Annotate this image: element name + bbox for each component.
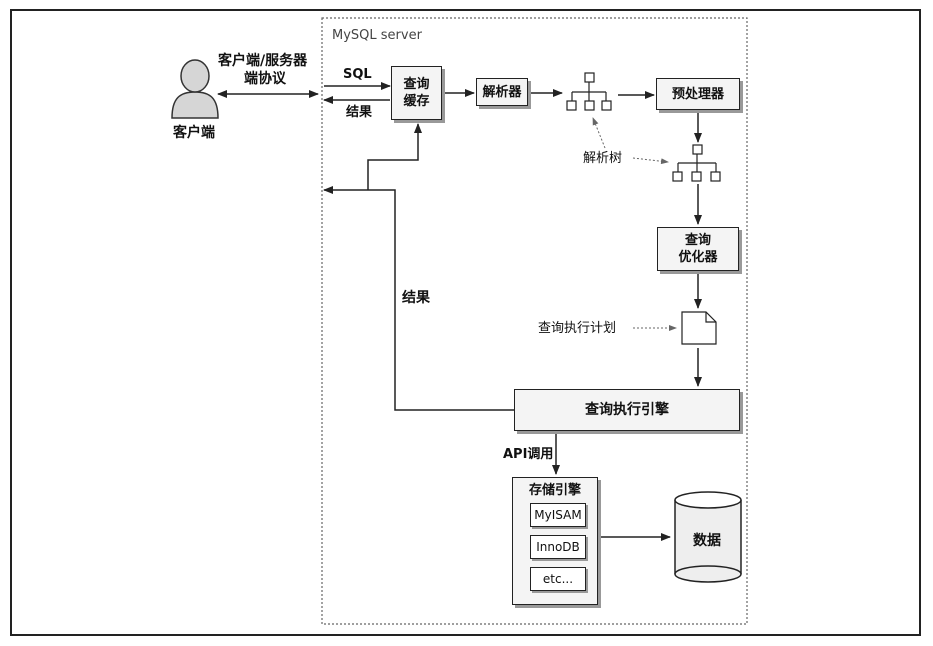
exec-plan-doc-icon [681,311,717,345]
sql-label: SQL [343,67,372,82]
parse-tree-pointer-2 [632,157,669,165]
optimizer-box: 查询 优化器 [657,227,739,271]
result-label-mid: 结果 [402,290,430,306]
engine-etc: etc... [530,567,586,591]
parser-box: 解析器 [476,78,528,106]
data-label: 数据 [693,533,721,549]
protocol-label-line1: 客户端/服务器 [218,53,308,69]
parse-tree-pointer-1 [592,117,606,149]
preprocessor-box: 预处理器 [656,78,740,110]
outer-frame [10,9,921,636]
result-label-top: 结果 [346,105,373,120]
cache-fill-path [367,123,422,190]
parse-tree-icon [566,72,612,111]
engine-myisam: MyISAM [530,503,586,527]
result-return-path [323,186,515,411]
storage-engine-label: 存储引擎 [528,483,581,498]
mysql-server-label: MySQL server [332,28,422,43]
preprocessor-label: 预处理器 [671,86,724,102]
mysql-server-boundary [321,17,748,625]
query-cache-box: 查询 缓存 [391,66,442,120]
exec-engine-label: 查询执行引擎 [585,401,669,418]
engine-innodb: InnoDB [530,535,586,559]
exec-engine-box: 查询执行引擎 [514,389,740,431]
client-user-icon [171,59,219,119]
api-call-label: API调用 [503,447,554,462]
protocol-label-line2: 端协议 [244,71,286,87]
parser-label: 解析器 [482,84,522,100]
data-cylinder-icon [674,491,742,583]
query-cache-label-1: 查询 [403,77,430,92]
parse-tree-label: 解析树 [583,151,623,166]
optimizer-label-2: 优化器 [678,250,718,265]
exec-plan-label: 查询执行计划 [538,321,617,336]
parse-tree-icon-2 [672,144,721,182]
optimizer-label-1: 查询 [684,233,711,248]
client-label: 客户端 [173,125,215,141]
query-cache-label-2: 缓存 [403,94,430,109]
